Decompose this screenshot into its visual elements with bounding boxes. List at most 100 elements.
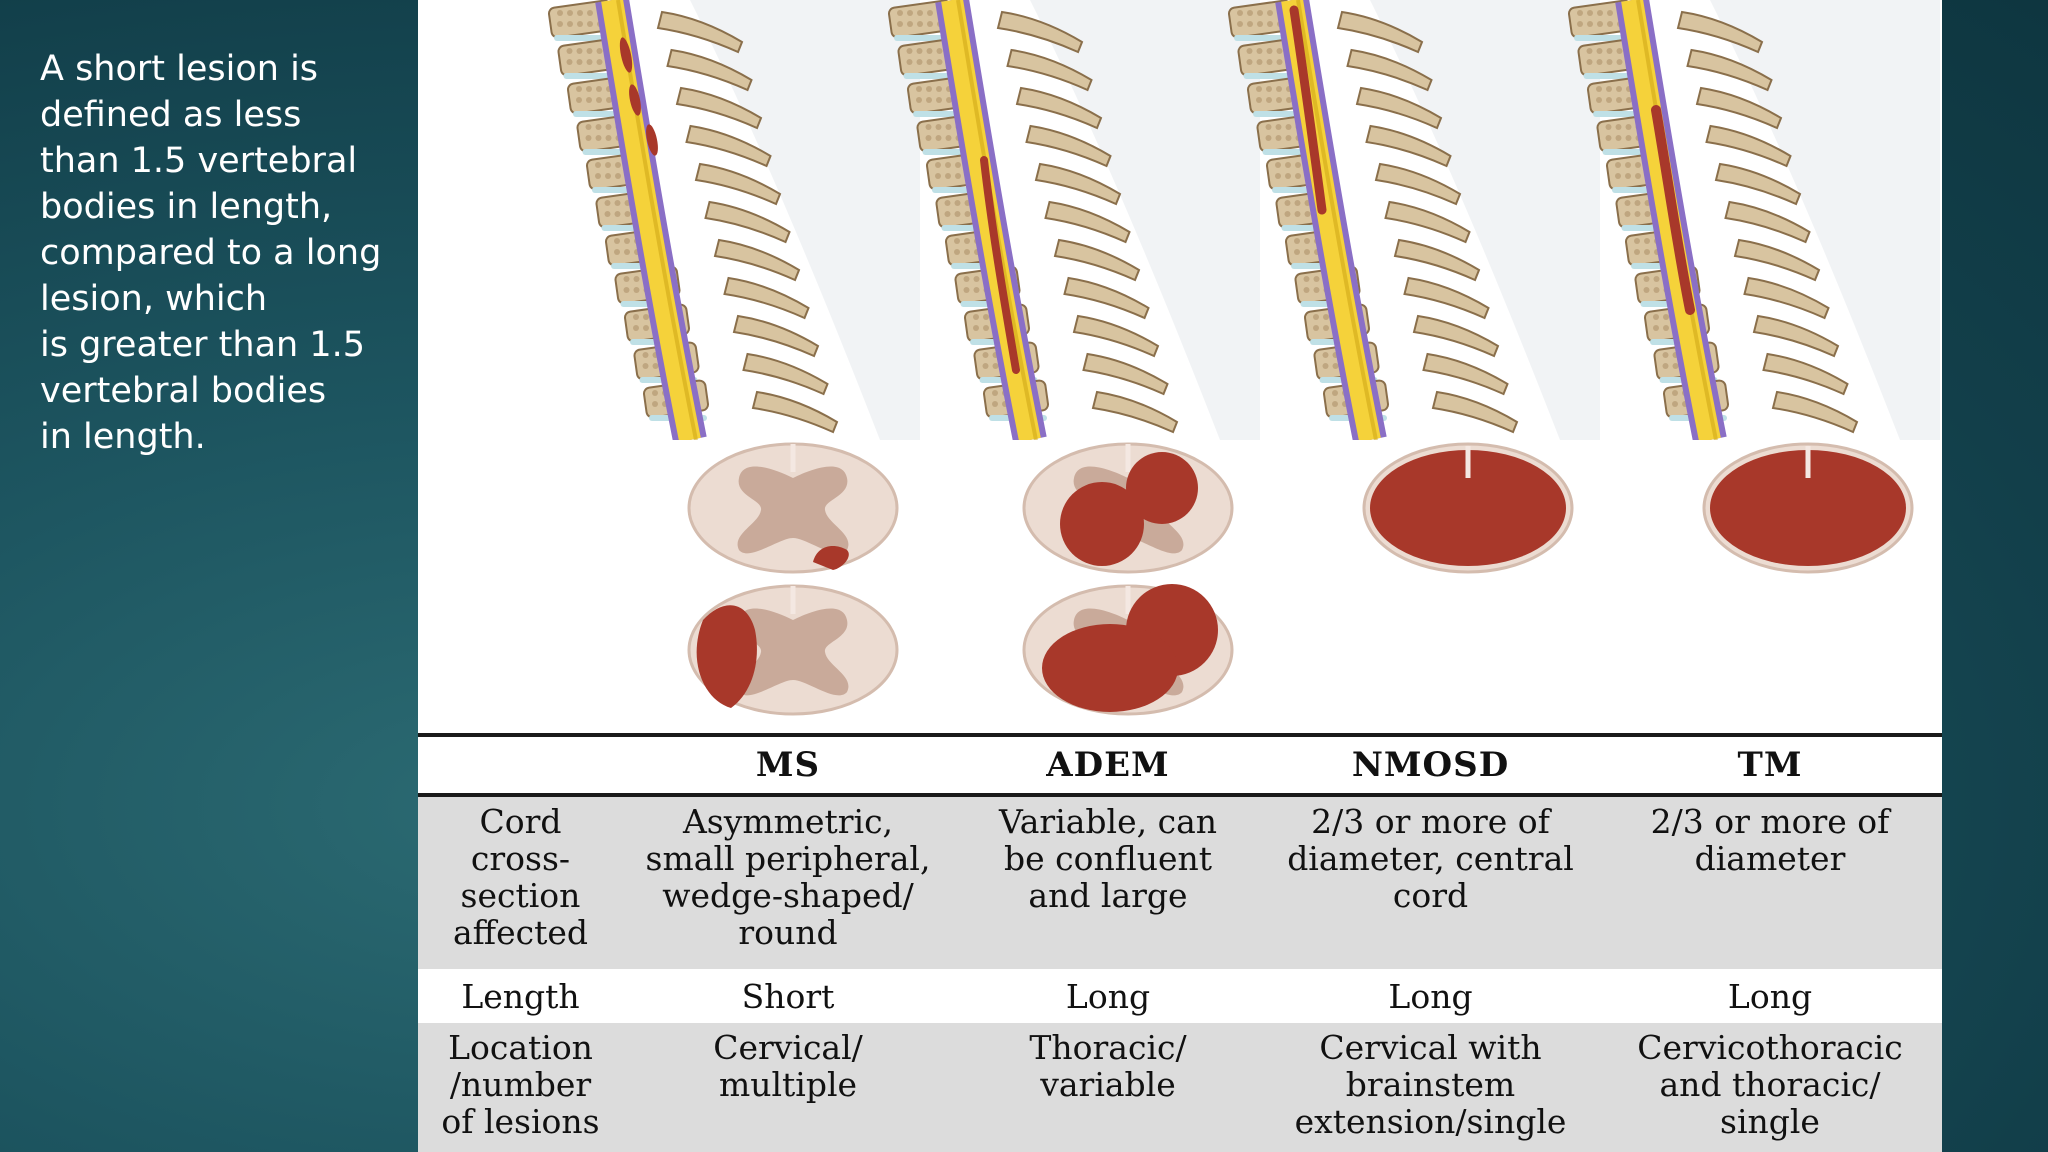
- intervertebral-disc: [1243, 73, 1302, 79]
- caption-line: in length.: [40, 417, 206, 457]
- intervertebral-disc: [554, 35, 612, 41]
- spinous-process: [1006, 48, 1093, 92]
- caption-line: vertebral bodies: [40, 371, 327, 411]
- spinous-process: [1365, 124, 1452, 168]
- table-cell: Cervical/ multiple: [623, 1023, 953, 1152]
- spinous-process: [1733, 238, 1821, 282]
- spinous-process: [1091, 390, 1179, 434]
- row-label: Length: [418, 969, 623, 1023]
- gray-matter: [737, 466, 849, 554]
- caption-line: compared to a long: [40, 233, 382, 273]
- spinous-process: [1053, 238, 1141, 282]
- spinous-process: [1082, 352, 1169, 396]
- figure-panel: MS ADEM NMOSD TM Cord cross- section aff…: [418, 0, 1942, 1152]
- caption-line: than 1.5 vertebral: [40, 141, 358, 181]
- ms-illustration: [540, 0, 920, 735]
- spinous-process: [1355, 86, 1443, 130]
- header-cell: MS: [623, 733, 953, 797]
- spine-sagittal-adem: [887, 0, 1260, 444]
- lesion: [1370, 450, 1566, 566]
- spinous-process: [666, 48, 753, 92]
- spinous-process: [1762, 352, 1849, 396]
- lesion: [646, 124, 658, 156]
- spinous-process: [1724, 200, 1811, 244]
- lesion: [629, 84, 641, 116]
- spinous-process: [1695, 86, 1783, 130]
- table-row: Length Short Long Long Long: [418, 969, 1942, 1023]
- lesion: [1651, 105, 1695, 315]
- gray-matter: [737, 608, 849, 696]
- table-cell: Long: [1598, 969, 1942, 1023]
- cord-cross-section-ms-lower: [687, 584, 899, 716]
- cord-cross-section-adem-upper: [1022, 442, 1234, 574]
- spinous-process: [1044, 200, 1131, 244]
- spinous-process: [751, 390, 839, 434]
- table-cell: Variable, can be confluent and large: [953, 795, 1263, 969]
- spinous-process: [1752, 314, 1840, 358]
- cord-cross-section-ms-upper: [687, 442, 899, 574]
- adem-illustration: [880, 0, 1260, 735]
- header-cell: NMOSD: [1263, 733, 1598, 797]
- intervertebral-disc: [1583, 73, 1642, 79]
- spine-sagittal-tm: [1567, 0, 1940, 444]
- spinous-process: [723, 276, 810, 320]
- lesion: [980, 156, 1020, 374]
- header-cell: TM: [1598, 733, 1942, 797]
- lesion: [1042, 624, 1178, 712]
- header-cell: ADEM: [953, 733, 1263, 797]
- table-cell: Thoracic/ variable: [953, 1023, 1263, 1152]
- spinous-process: [1034, 162, 1122, 206]
- lesion: [1060, 482, 1144, 566]
- table-cell: 2/3 or more of diameter, central cord: [1263, 795, 1598, 969]
- spinous-process: [1346, 48, 1433, 92]
- spinous-process: [996, 10, 1084, 54]
- spinous-process: [1743, 276, 1830, 320]
- caption-line: bodies in length,: [40, 187, 333, 227]
- table-cell: Short: [623, 969, 953, 1023]
- tm-illustration: [1560, 0, 1940, 735]
- spinous-process: [1384, 200, 1471, 244]
- spinous-process: [1412, 314, 1500, 358]
- spinous-process: [1015, 86, 1103, 130]
- intervertebral-disc: [903, 73, 962, 79]
- cord-cross-section-tm: [1702, 442, 1914, 574]
- spinous-process: [1403, 276, 1490, 320]
- spine-sagittal-ms: [547, 0, 920, 444]
- table-row: Location /number of lesions Cervical/ mu…: [418, 1023, 1942, 1152]
- spinous-process: [1714, 162, 1802, 206]
- spinous-process: [1374, 162, 1462, 206]
- spinous-process: [1431, 390, 1519, 434]
- spinous-process: [1336, 10, 1424, 54]
- spinous-process: [713, 238, 801, 282]
- lesion: [813, 546, 849, 570]
- row-label: Cord cross- section affected: [418, 795, 623, 969]
- spinous-process: [1063, 276, 1150, 320]
- spinous-process: [732, 314, 820, 358]
- intervertebral-disc: [563, 73, 622, 79]
- table-cell: Asymmetric, small peripheral, wedge-shap…: [623, 795, 953, 969]
- table-cell: Cervical with brainstem extension/single: [1263, 1023, 1598, 1152]
- spinous-process: [1025, 124, 1112, 168]
- slide-caption: A short lesion is defined as less than 1…: [40, 46, 390, 460]
- lesion: [696, 605, 757, 708]
- table-cell: Long: [953, 969, 1263, 1023]
- lesion: [619, 37, 633, 73]
- nmosd-illustration: [1220, 0, 1600, 735]
- cord-cross-section-nmosd: [1362, 442, 1574, 574]
- intervertebral-disc: [1234, 35, 1292, 41]
- spinous-process: [694, 162, 782, 206]
- spinous-process: [675, 86, 763, 130]
- caption-line: A short lesion is: [40, 49, 319, 89]
- spinous-process: [1705, 124, 1792, 168]
- intervertebral-disc: [894, 35, 952, 41]
- table-cell: Long: [1263, 969, 1598, 1023]
- caption-line: defined as less: [40, 95, 302, 135]
- lesion: [1710, 450, 1906, 566]
- spinous-process: [1686, 48, 1773, 92]
- lesion: [1289, 5, 1327, 215]
- spinous-process: [656, 10, 744, 54]
- spinous-process: [742, 352, 829, 396]
- spine-sagittal-nmosd: [1227, 0, 1600, 444]
- table-cell: 2/3 or more of diameter: [1598, 795, 1942, 969]
- row-label: Location /number of lesions: [418, 1023, 623, 1152]
